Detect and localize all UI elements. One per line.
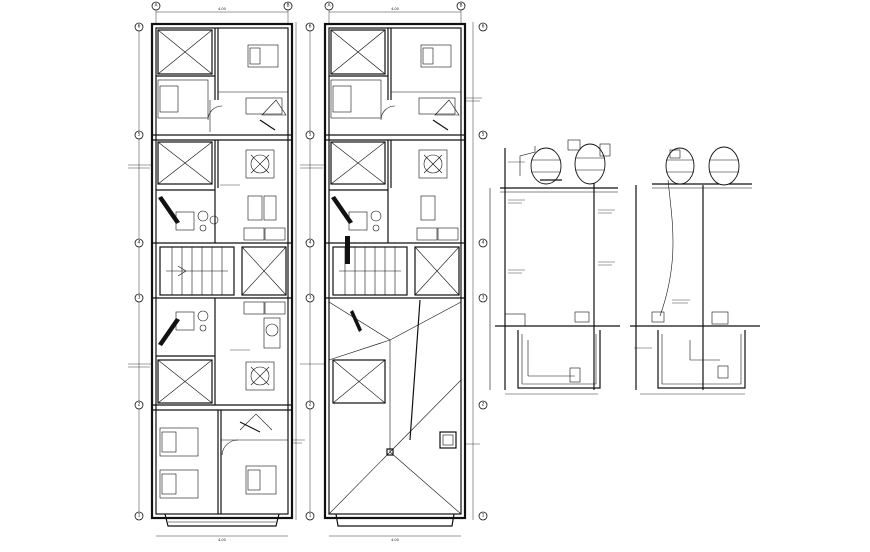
- plan-b-bottom-dimension: 4.00: [391, 538, 399, 542]
- floor-plan-a: 4.00 A B 6 5 4 3 2 1: [128, 1, 305, 542]
- plan-a-voids: [157, 29, 287, 404]
- plan-b-row-bubbles: 6 5 4 3 2 1: [305, 22, 315, 521]
- svg-text:2: 2: [138, 402, 141, 408]
- svg-text:1: 1: [138, 513, 141, 519]
- svg-text:3: 3: [138, 295, 141, 301]
- plan-a-bottom-dimension: 4.00: [218, 538, 226, 542]
- plan-a-stairs: [159, 246, 235, 296]
- svg-text:4: 4: [138, 240, 141, 246]
- svg-text:6: 6: [482, 24, 485, 30]
- plan-a-top-dimension: 4.00: [218, 7, 226, 11]
- svg-text:5: 5: [138, 132, 141, 138]
- plan-b-roof-slab: [328, 299, 462, 515]
- svg-text:1: 1: [309, 513, 312, 519]
- svg-text:6: 6: [138, 24, 141, 30]
- svg-text:3: 3: [482, 295, 485, 301]
- floor-plan-b: 4.00 A B 6 5 4 3 2 1 6 5 4 3 2 1: [300, 1, 488, 542]
- svg-text:4: 4: [309, 240, 312, 246]
- svg-text:5: 5: [482, 132, 485, 138]
- svg-text:A: A: [327, 3, 331, 9]
- svg-text:5: 5: [309, 132, 312, 138]
- svg-text:B: B: [459, 3, 462, 9]
- svg-text:A: A: [154, 3, 158, 9]
- riser-section-a: [489, 139, 620, 395]
- svg-text:2: 2: [482, 402, 485, 408]
- plan-b-voids: [330, 29, 460, 404]
- plan-b-top-dimension: 4.00: [391, 7, 399, 11]
- svg-text:3: 3: [309, 295, 312, 301]
- svg-text:B: B: [286, 3, 289, 9]
- plan-b-right-row-bubbles: 6 5 4 3 2 1: [478, 22, 488, 521]
- svg-text:6: 6: [309, 24, 312, 30]
- riser-section-b: [630, 146, 760, 395]
- svg-text:4: 4: [482, 240, 485, 246]
- plan-a-axis-bubble-a: [151, 1, 161, 11]
- plan-a-axis-bubble-b: [283, 1, 293, 11]
- svg-text:1: 1: [482, 513, 485, 519]
- plan-a-row-bubbles: 6 5 4 3 2 1: [134, 22, 144, 521]
- plan-b-stairs: [332, 246, 408, 296]
- svg-text:2: 2: [309, 402, 312, 408]
